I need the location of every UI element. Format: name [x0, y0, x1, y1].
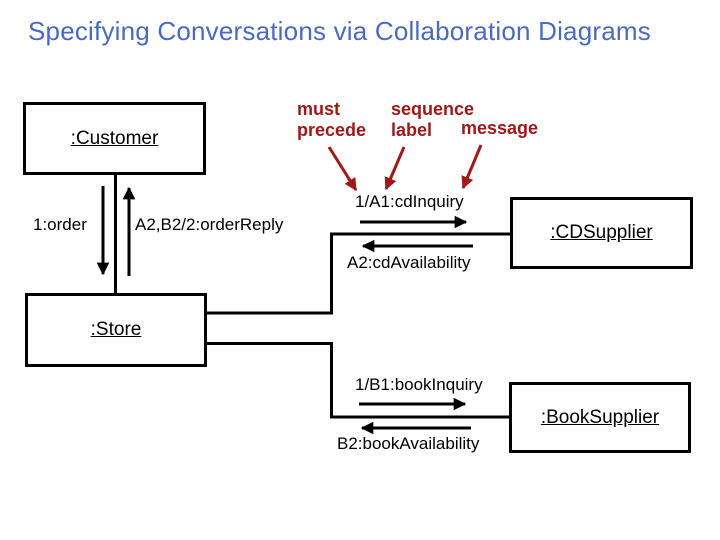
object-label-booksupplier: :BookSupplier	[540, 406, 660, 428]
message-label-cd-inquiry: 1/A1:cdInquiry	[355, 192, 464, 211]
sequence-label-callout-arrow	[384, 146, 406, 191]
slide-title: Specifying Conversations via Collaborati…	[28, 16, 651, 46]
object-label-cdsupplier: :CDSupplier	[550, 222, 653, 243]
message-callout-arrow	[461, 144, 483, 190]
object-label-customer: :Customer	[70, 127, 159, 149]
must-precede-callout-arrow	[327, 146, 358, 192]
object-box-cdsupplier: :CDSupplier	[510, 197, 693, 269]
message-label-order-reply: A2,B2/2:orderReply	[135, 215, 284, 234]
message-label-book-availability: B2:bookAvailability	[337, 434, 480, 453]
annotation-sequence-label: sequence label	[391, 99, 475, 140]
message-label-cd-availability: A2:cdAvailability	[347, 253, 471, 272]
object-box-customer: :Customer	[23, 102, 206, 175]
annotation-message: message	[461, 118, 539, 138]
link-store-cdsupplier	[207, 232, 510, 315]
object-label-store: :Store	[90, 319, 142, 340]
annotation-must-precede: must precede	[297, 99, 367, 140]
message-label-book-inquiry: 1/B1:bookInquiry	[355, 375, 483, 394]
message-label-order: 1:order	[33, 215, 87, 234]
object-box-booksupplier: :BookSupplier	[509, 382, 691, 453]
object-box-store: :Store	[25, 293, 207, 367]
